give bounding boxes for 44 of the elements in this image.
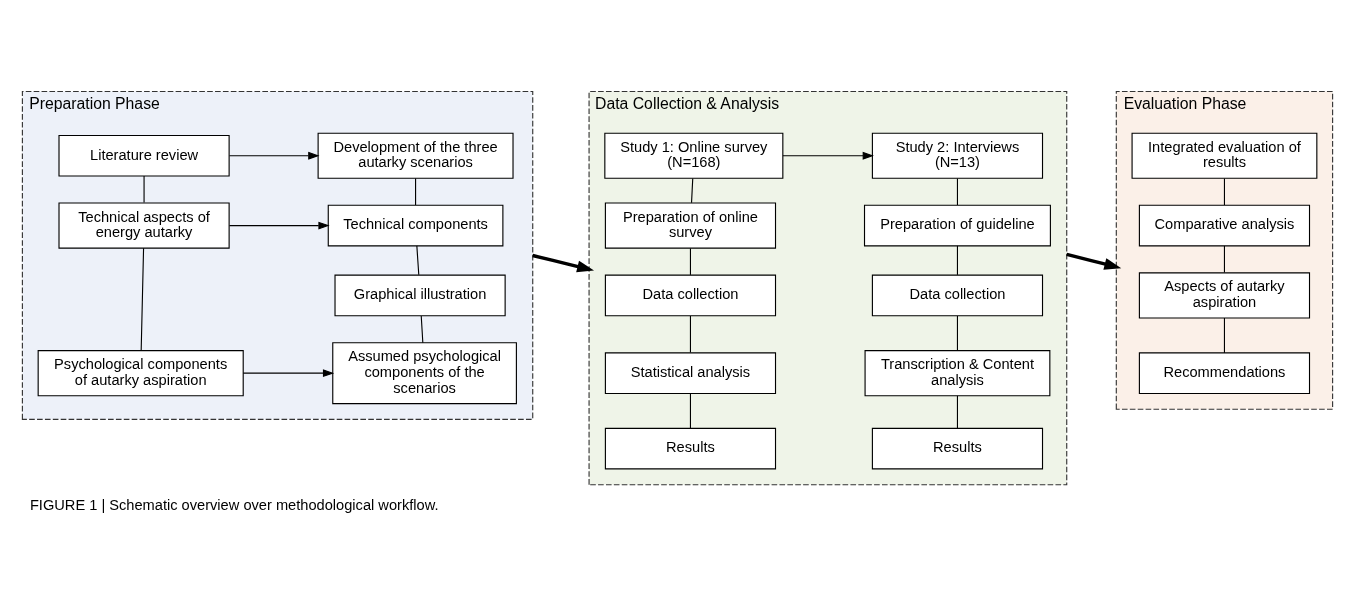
connector <box>416 244 420 275</box>
node-box: Assumed psychological components of the scenarios <box>332 341 517 404</box>
connector <box>956 394 959 429</box>
node-box: Integrated evaluation of results <box>1131 132 1318 179</box>
node-box: Statistical analysis <box>604 351 777 394</box>
node-box: Study 1: Online survey (N=168) <box>604 132 784 179</box>
connector <box>415 177 417 206</box>
node-box: Development of the three autarky scenarios <box>317 132 514 179</box>
node-box: Preparation of online survey <box>604 202 777 249</box>
connector <box>420 314 424 343</box>
node-box: Results <box>871 427 1044 469</box>
node-box: Technical components <box>327 204 504 246</box>
arrow <box>242 368 335 377</box>
node-box: Psychological components of autarky aspiration <box>37 349 244 396</box>
node-box: Data collection <box>604 274 777 316</box>
connector <box>1223 316 1226 353</box>
arrow <box>532 253 594 272</box>
connector <box>689 247 692 275</box>
node-box: Aspects of autarky aspiration <box>1138 271 1311 319</box>
arrow <box>782 151 874 160</box>
node-box: Technical aspects of energy autarky <box>58 202 230 249</box>
connector <box>1223 244 1226 273</box>
arrow <box>228 151 320 160</box>
connector <box>956 314 959 351</box>
connector <box>143 175 145 203</box>
node-box: Study 2: Interviews (N=13) <box>871 132 1044 179</box>
node-box: Literature review <box>58 134 230 177</box>
arrow <box>228 221 330 230</box>
connector <box>140 247 145 351</box>
caption: FIGURE 1 | Schematic overview over methodological workflow. <box>29 496 439 513</box>
node-box: Preparation of guideline <box>863 204 1051 246</box>
connector <box>690 177 694 203</box>
node-box: Data collection <box>871 274 1044 316</box>
arrow <box>1066 252 1122 270</box>
connector <box>689 392 692 429</box>
connector <box>689 314 692 353</box>
connector <box>1223 177 1226 206</box>
connector <box>956 244 959 275</box>
node-box: Results <box>604 427 777 469</box>
node-box: Comparative analysis <box>1138 204 1311 246</box>
connector <box>956 177 959 206</box>
node-box: Transcription & Content analysis <box>864 349 1051 396</box>
node-box: Graphical illustration <box>334 274 506 316</box>
node-box: Recommendations <box>1138 351 1311 394</box>
